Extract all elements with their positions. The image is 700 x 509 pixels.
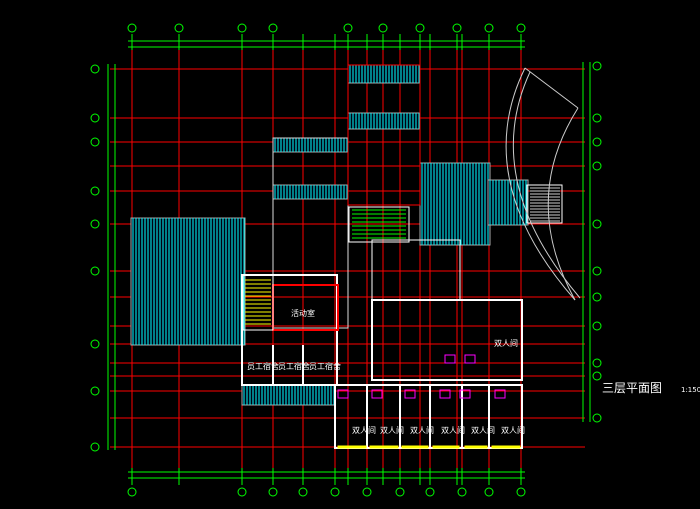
axis-bubble-right [592,161,602,171]
axis-bubble-right [592,266,602,276]
canopy-curve [505,67,576,301]
axis-bubble-left [90,442,100,452]
wall-tower [347,64,421,206]
axis-bubble-left [90,266,100,276]
axis-bubble-left [90,386,100,396]
axis-bubble-bottom [395,487,405,497]
axis-bubble-top [343,23,353,33]
bathroom-fixture [439,389,451,399]
axis-bubble-left [90,339,100,349]
axis-bubble-top [127,23,137,33]
axis-bubble-right [592,61,602,71]
room-label-double-4: 双人间 [441,426,465,435]
room-label-double-2: 双人间 [380,426,404,435]
window [491,445,521,449]
room-label-double-6: 双人间 [501,426,525,435]
axis-bubble-top [452,23,462,33]
axis-bubble-bottom [362,487,372,497]
axis-bubble-bottom [516,487,526,497]
bathroom-fixture [459,389,471,399]
axis-bubble-top [268,23,278,33]
bathroom-fixture [494,389,506,399]
stair-well [242,274,274,331]
axis-bubble-bottom [127,487,137,497]
axis-bubble-right [592,137,602,147]
axis-bubble-bottom [457,487,467,497]
window [369,445,399,449]
axis-bubble-left [90,113,100,123]
axis-bubble-left [90,219,100,229]
ramp [526,184,563,224]
axis-bubble-top [378,23,388,33]
axis-bubble-bottom [237,487,247,497]
window [337,445,367,449]
room-label-double-3: 双人间 [410,426,434,435]
axis-bubble-bottom [298,487,308,497]
axis-bubble-top [484,23,494,33]
drawing-title: 三层平面图 [602,381,662,395]
room-label-staff-dorm-2: 员工宿舍 [278,361,310,371]
wall-double-rooms [334,384,523,449]
window [432,445,460,449]
axis-bubble-left [90,64,100,74]
bathroom-fixture [444,354,456,364]
axis-bubble-top [174,23,184,33]
axis-bubbles [90,23,602,497]
stair-core [348,206,410,243]
drawing-scale: 1:150 [681,386,700,394]
wall-upper-rooms [371,239,461,301]
bathroom-fixture [464,354,476,364]
canopy-curve [512,71,581,299]
activity-room [272,284,339,331]
window [401,445,429,449]
axis-bubble-bottom [484,487,494,497]
axis-bubble-top [516,23,526,33]
axis-bubble-right [592,219,602,229]
axis-bubble-right [592,371,602,381]
bathroom-fixture [371,389,383,399]
bathroom-fixture [337,389,349,399]
axis-bubble-bottom [330,487,340,497]
dimension-lines [107,34,591,485]
axis-bubble-right [592,358,602,368]
room-label-double-7: 双人间 [494,339,518,348]
room-label-staff-dorm-3: 员工宿舍 [309,361,341,371]
building-blocks [130,64,581,449]
room-label-double-5: 双人间 [471,426,495,435]
axis-bubble-top [237,23,247,33]
axis-bubble-left [90,186,100,196]
axis-bubble-right [592,413,602,423]
axis-bubble-right [592,292,602,302]
room-label-staff-dorm-1: 员工宿舍 [247,361,279,371]
room-label-double-1: 双人间 [352,426,376,435]
axis-bubble-bottom [268,487,278,497]
canopy-curve [547,107,579,301]
wall-central-block [272,137,349,329]
bathroom-fixture [404,389,416,399]
room-label-activity: 活动室 [291,308,315,318]
window [464,445,488,449]
canopy-edge [524,67,579,109]
axis-bubble-left [90,137,100,147]
axis-bubble-top [415,23,425,33]
wall-middle-block [371,299,523,381]
axis-bubble-bottom [425,487,435,497]
axis-bubble-right [592,321,602,331]
axis-bubble-right [592,113,602,123]
